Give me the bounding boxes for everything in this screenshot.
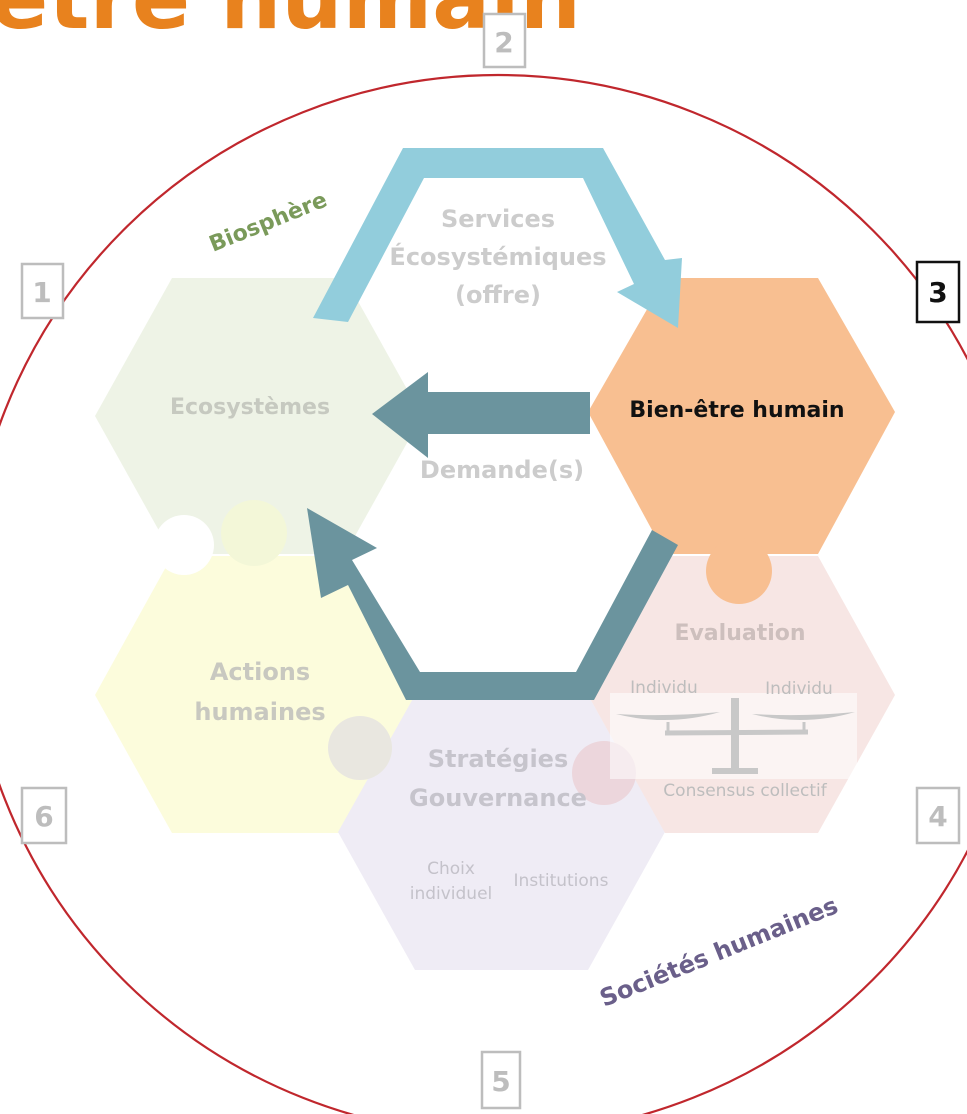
label-individu-left: Individu	[630, 678, 698, 698]
label-bien-etre-humain: Bien-être humain	[629, 398, 844, 423]
label-individu-right: Individu	[765, 679, 833, 699]
box-5: 5	[480, 1050, 522, 1110]
label-societes-humaines: Sociétés humaines	[596, 891, 842, 1012]
connector-white	[154, 515, 214, 575]
hex-bien-etre	[588, 278, 895, 554]
svg-text:4: 4	[928, 800, 947, 833]
label-services-2: Écosystémiques	[389, 242, 606, 271]
demande-arrow	[372, 372, 590, 458]
connector-actions-strategies	[328, 716, 392, 780]
svg-text:3: 3	[928, 276, 947, 309]
label-institutions: Institutions	[514, 871, 609, 891]
box-3: 3	[915, 260, 961, 324]
connector-eco-actions	[221, 500, 287, 566]
label-demande: Demande(s)	[420, 456, 584, 484]
label-evaluation: Evaluation	[674, 621, 805, 646]
label-consensus-collectif: Consensus collectif	[663, 781, 827, 801]
box-4: 4	[915, 786, 961, 845]
hex-ecosystemes	[95, 278, 422, 554]
label-services-1: Services	[441, 205, 555, 233]
svg-text:6: 6	[34, 800, 53, 833]
balance-scale-icon	[616, 698, 855, 774]
label-biosphere: Biosphère	[206, 188, 331, 258]
services-arrow	[313, 148, 682, 328]
box-6: 6	[20, 786, 68, 845]
label-services-3: (offre)	[455, 281, 541, 309]
label-ecosystemes: Ecosystèmes	[170, 395, 330, 420]
svg-text:2: 2	[494, 26, 513, 59]
box-1: 1	[20, 262, 65, 320]
outer-circle	[0, 74, 967, 1114]
label-strategies-2: Gouvernance	[409, 784, 587, 812]
label-choix-1: Choix	[427, 859, 475, 879]
label-actions-2: humaines	[194, 698, 325, 726]
label-actions-1: Actions	[210, 658, 310, 686]
feedback-arrow	[307, 508, 678, 700]
label-strategies-1: Stratégies	[428, 745, 569, 773]
svg-text:1: 1	[32, 276, 51, 309]
svg-text:5: 5	[491, 1065, 510, 1098]
box-2: 2	[482, 12, 527, 69]
label-choix-2: individuel	[410, 884, 493, 904]
connector-bienetre-evaluation	[706, 538, 772, 604]
